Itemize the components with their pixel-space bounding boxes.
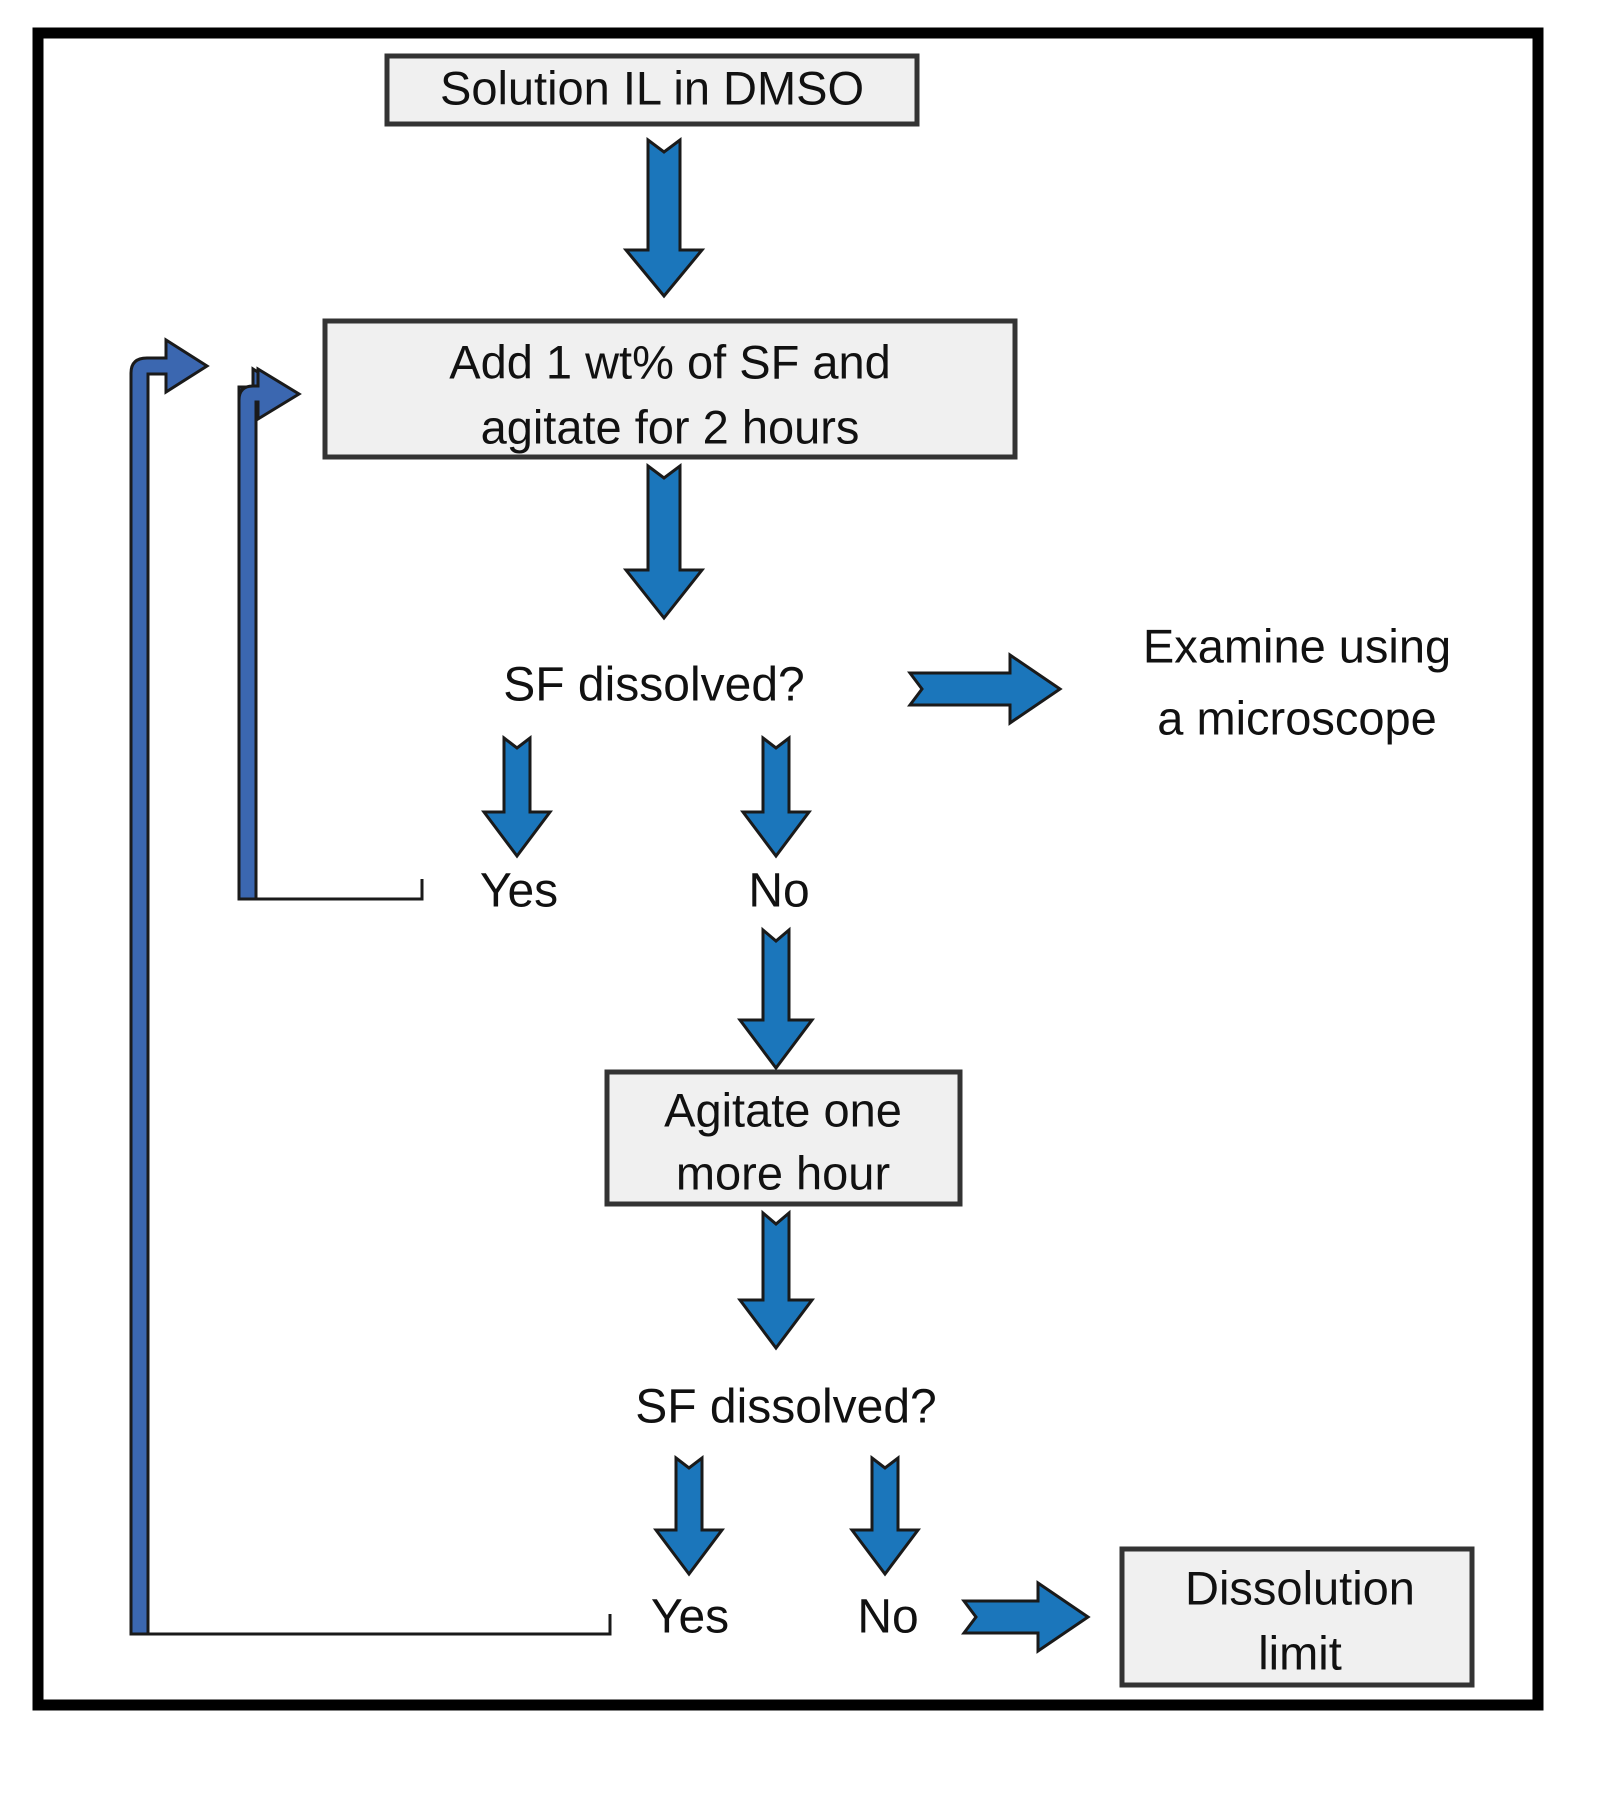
edge-no2-to-dissolution-arrow [961,1580,1091,1654]
edge-agitate-to-decision2-arrow [737,1209,815,1351]
edge-decision1-to-examine-arrow [907,652,1063,726]
edge-decision1-to-no-arrow [740,734,812,859]
node-dissolution-box: Dissolution limit [1119,1546,1475,1688]
edge-yes2-return-elbow [129,337,612,1636]
agitate-box-label-line2: more hour [676,1146,890,1199]
node-decision-2: SF dissolved? [635,1381,936,1434]
decision-2-no-label: No [857,1591,918,1644]
dissolution-box-label-line2: limit [1258,1626,1342,1679]
edge-start-to-add-arrow [622,137,706,299]
edge-add-to-decision1-arrow [622,463,706,621]
examine-label-line1: Examine using [1143,619,1451,672]
decision-2-label: SF dissolved? [635,1381,936,1434]
examine-label-line2: a microscope [1157,691,1437,744]
decision-1-label: SF dissolved? [503,659,804,712]
node-agitate-box: Agitate one more hour [604,1069,963,1207]
decision-1-no-label: No [748,865,809,918]
dissolution-box-shape [1119,1546,1475,1688]
down-arrow-icon [481,734,553,859]
node-add-sf-box: Add 1 wt% of SF and agitate for 2 hours [322,318,1018,460]
node-decision-1: SF dissolved? [503,659,804,712]
node-examine-label: Examine using a microscope [1143,619,1451,744]
right-arrow-icon [961,1580,1091,1654]
edge-no1-to-agitate-arrow [737,926,815,1071]
agitate-box-label-line1: Agitate one [664,1083,902,1136]
down-arrow-icon [737,1209,815,1351]
edge-decision1-to-yes-arrow [481,734,553,859]
down-arrow-icon [849,1454,921,1577]
start-box-shape [384,53,920,127]
down-arrow-icon [740,734,812,859]
diagram-frame [32,27,1544,1711]
decision-2-branch-labels: Yes No [651,1591,919,1644]
dissolution-box-label-line1: Dissolution [1185,1561,1415,1614]
decision-2-yes-label: Yes [651,1591,729,1644]
down-arrow-icon [622,463,706,621]
return-elbow-inner-head-icon [237,366,302,901]
edge-decision2-to-yes-arrow [653,1454,725,1577]
edge-decision2-to-no-arrow [849,1454,921,1577]
down-arrow-icon [622,137,706,299]
add-sf-box-label-line1: Add 1 wt% of SF and [449,335,891,388]
edge-yes1-return-elbow [237,366,424,901]
add-sf-box-shape [322,318,1018,460]
agitate-box-shape [604,1069,963,1207]
add-sf-box-label-line2: agitate for 2 hours [481,400,860,453]
decision-1-branch-labels: Yes No [480,865,810,918]
down-arrow-icon [653,1454,725,1577]
return-elbow-outer-icon [129,337,612,1636]
start-box-label: Solution IL in DMSO [440,61,864,114]
right-arrow-icon [907,652,1063,726]
node-start-box: Solution IL in DMSO [384,53,920,127]
down-arrow-icon [737,926,815,1071]
decision-1-yes-label: Yes [480,865,558,918]
